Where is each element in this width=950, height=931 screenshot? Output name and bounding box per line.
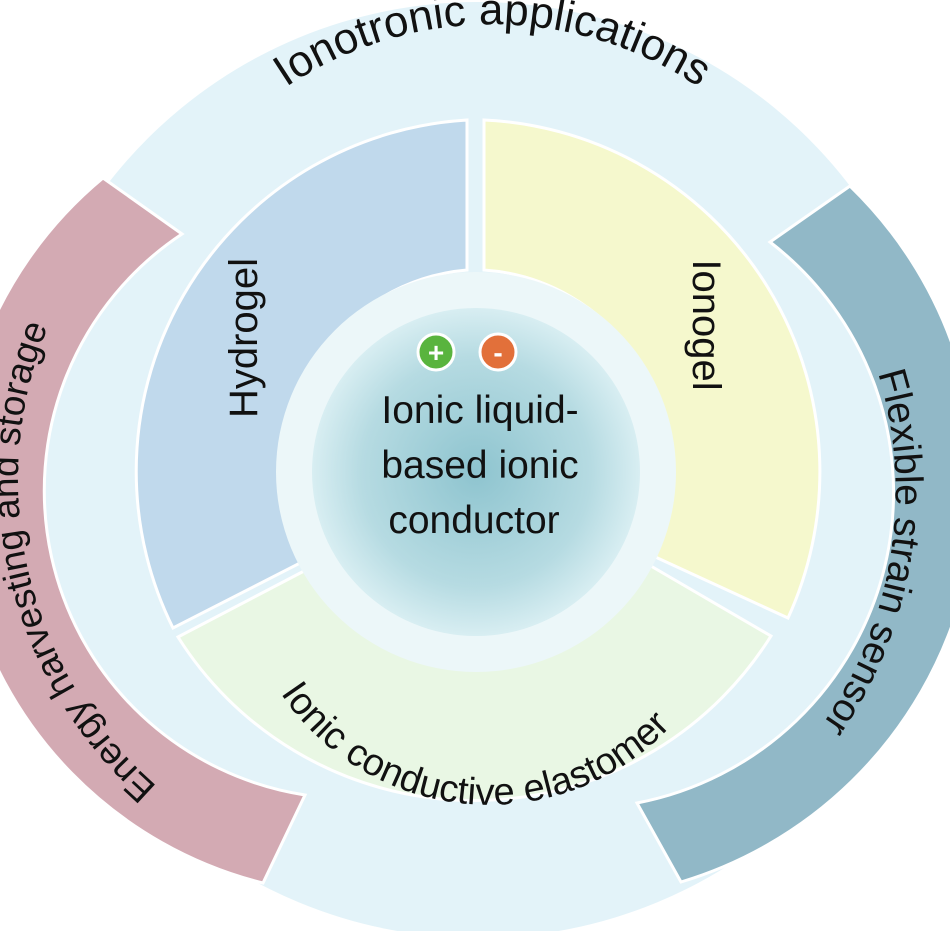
center-line-3: conductor (388, 499, 559, 542)
minus-badge (478, 332, 518, 372)
plus-symbol: + (428, 337, 444, 368)
ionogel-label: Ionogel (684, 259, 728, 390)
right-band-sensor (634, 184, 950, 884)
plus-badge (416, 332, 456, 372)
center-core (312, 308, 640, 636)
center-line-1: Ionic liquid- (381, 389, 578, 432)
hydrogel-label: Hydrogel (222, 258, 266, 418)
center-line-2: based ionic (381, 444, 578, 487)
minus-symbol: - (493, 337, 502, 368)
left-band-energy (0, 176, 308, 885)
